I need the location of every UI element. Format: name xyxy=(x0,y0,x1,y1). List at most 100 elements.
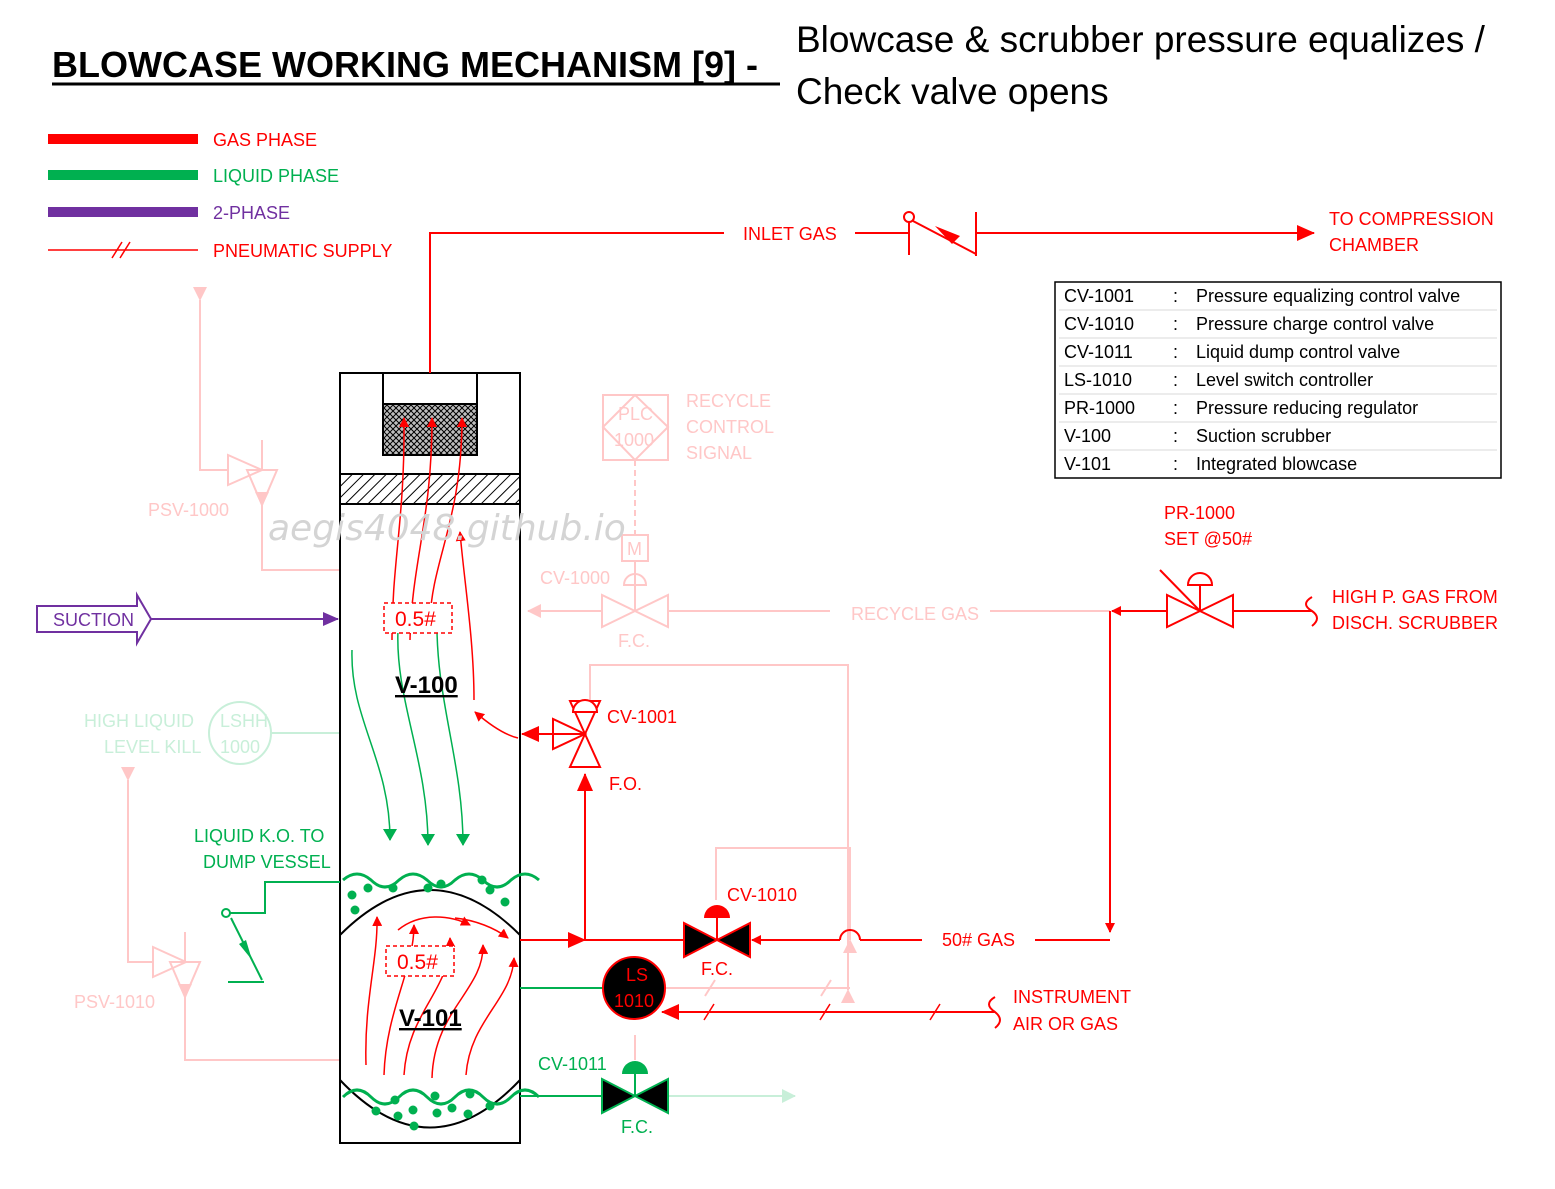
cv1011-fc-label: F.C. xyxy=(621,1117,653,1137)
table-description: Integrated blowcase xyxy=(1196,454,1357,474)
pr1000-label: PR-1000 xyxy=(1164,503,1235,523)
table-tag: LS-1010 xyxy=(1064,370,1132,390)
table-separator: : xyxy=(1173,398,1178,418)
liquid-ko-label-1: LIQUID K.O. TO xyxy=(194,826,324,846)
charge-gas-line: 50# GAS CV-1010 F.C. xyxy=(520,885,1015,979)
cv1010-fc-label: F.C. xyxy=(701,959,733,979)
to-compression-label-1: TO COMPRESSION xyxy=(1329,209,1494,229)
table-tag: V-100 xyxy=(1064,426,1111,446)
pr1000-set-label: SET @50# xyxy=(1164,529,1252,549)
table-tag: V-101 xyxy=(1064,454,1111,474)
table-row: V-101: Integrated blowcase xyxy=(1064,454,1357,474)
table-tag: CV-1011 xyxy=(1064,342,1133,362)
v100-pressure-box xyxy=(383,602,453,634)
suction-inlet: SUCTION xyxy=(36,591,339,647)
lshh-label-2: 1000 xyxy=(220,737,260,757)
liquid-ko-line: LIQUID K.O. TO DUMP VESSEL xyxy=(194,826,340,983)
table-description: Pressure equalizing control valve xyxy=(1196,286,1460,306)
table-description: Pressure reducing regulator xyxy=(1196,398,1418,418)
title-sub-line1: Blowcase & scrubber pressure equalizes / xyxy=(796,19,1486,60)
v101-bottom-head xyxy=(339,1079,521,1129)
table-description: Liquid dump control valve xyxy=(1196,342,1400,362)
gas50-label: 50# GAS xyxy=(942,930,1015,950)
liquid-ko-label-2: DUMP VESSEL xyxy=(203,852,331,872)
table-row: CV-1001: Pressure equalizing control valv… xyxy=(1064,286,1460,306)
title-sub-line2: Check valve opens xyxy=(796,71,1109,112)
plc-label-2: 1000 xyxy=(614,430,654,450)
table-separator: : xyxy=(1173,286,1178,306)
liquid-dump-cv1011: CV-1011 F.C. xyxy=(520,1054,669,1137)
cv1001-fo-label: F.O. xyxy=(609,774,642,794)
v101-label: V-101 xyxy=(399,1005,462,1032)
ls1010-label-2: 1010 xyxy=(614,991,654,1011)
lshh-label-1: LSHH xyxy=(220,711,268,731)
legend-liquid-label: LIQUID PHASE xyxy=(213,166,339,186)
equalizing-line: CV-1001 F.O. xyxy=(474,699,677,940)
mist-extractor-pad xyxy=(382,403,478,456)
v100-pressure: 0.5# xyxy=(395,608,436,631)
vessel-v100-v101: 0.5# 0.5# V-100 V-101 xyxy=(339,372,541,1144)
ls1010-circle xyxy=(602,956,666,1020)
high-liquid-label-2: LEVEL KILL xyxy=(104,737,201,757)
inlet-gas-line: INLET GAS TO COMPRESSION CHAMBER xyxy=(429,209,1494,373)
legend: GAS PHASE LIQUID PHASE 2-PHASE PNEUMATIC… xyxy=(48,130,392,261)
cv1010-label: CV-1010 xyxy=(727,885,797,905)
motor-label: M xyxy=(627,539,642,559)
high-liquid-label-1: HIGH LIQUID xyxy=(84,711,194,731)
psv1010-label: PSV-1010 xyxy=(74,992,155,1012)
instrument-label-2: AIR OR GAS xyxy=(1013,1014,1118,1034)
v101-liquid-surface xyxy=(341,1088,541,1106)
level-switch-ls1010: LS 1010 INSTRUMENT AIR OR GAS xyxy=(520,956,1131,1034)
table-separator: : xyxy=(1173,314,1178,334)
table-description: Level switch controller xyxy=(1196,370,1373,390)
cv1001-label: CV-1001 xyxy=(607,707,677,727)
legend-two-phase-label: 2-PHASE xyxy=(213,203,290,223)
ls1010-label-1: LS xyxy=(626,965,648,985)
inlet-gas-label: INLET GAS xyxy=(743,224,837,244)
table-tag: CV-1001 xyxy=(1064,286,1134,306)
table-separator: : xyxy=(1173,454,1178,474)
table-row: CV-1010: Pressure charge control valve xyxy=(1064,314,1434,334)
watermark: aegis4048.github.io xyxy=(268,508,626,549)
to-compression-label-2: CHAMBER xyxy=(1329,235,1419,255)
title-block: BLOWCASE WORKING MECHANISM [9] - Blowcas… xyxy=(52,19,1486,112)
liquid-droplets xyxy=(347,875,510,1131)
recycle-gas-label: RECYCLE GAS xyxy=(851,604,979,624)
table-tag: CV-1010 xyxy=(1064,314,1134,334)
check-valve xyxy=(903,211,977,256)
psv1000-label: PSV-1000 xyxy=(148,500,229,520)
table-row: LS-1010: Level switch controller xyxy=(1064,370,1373,390)
recycle-signal-label-3: SIGNAL xyxy=(686,443,752,463)
table-description: Pressure charge control valve xyxy=(1196,314,1434,334)
v100-label: V-100 xyxy=(395,672,458,699)
cv1000-label: CV-1000 xyxy=(540,568,610,588)
table-row: V-100: Suction scrubber xyxy=(1064,426,1331,446)
table-separator: : xyxy=(1173,342,1178,362)
high-p-gas-label-1: HIGH P. GAS FROM xyxy=(1332,587,1498,607)
pr1000-valve-body xyxy=(1166,593,1234,629)
suction-arrow-box xyxy=(36,591,153,647)
high-p-gas-label-2: DISCH. SCRUBBER xyxy=(1332,613,1498,633)
faint-background-elements: PSV-1000 PLC 1000 RECYCLE CONTROL SIGNAL… xyxy=(74,287,1110,1103)
tag-table: CV-1001: Pressure equalizing control valv… xyxy=(1054,281,1502,479)
table-separator: : xyxy=(1173,370,1178,390)
cv1000-fc-label: F.C. xyxy=(618,631,650,651)
instrument-label-1: INSTRUMENT xyxy=(1013,987,1131,1007)
v101-pressure: 0.5# xyxy=(397,951,438,974)
cv1000-valve xyxy=(601,593,669,629)
title-main: BLOWCASE WORKING MECHANISM [9] - xyxy=(52,44,758,85)
plc-label-1: PLC xyxy=(618,404,653,424)
table-separator: : xyxy=(1173,426,1178,446)
recycle-signal-label-2: CONTROL xyxy=(686,417,774,437)
recycle-signal-label-1: RECYCLE xyxy=(686,391,771,411)
pr1000-regulator: PR-1000 SET @50# HIGH P. GAS FROM DISCH.… xyxy=(1035,503,1498,941)
legend-pneumatic-label: PNEUMATIC SUPPLY xyxy=(213,241,392,261)
table-description: Suction scrubber xyxy=(1196,426,1331,446)
cv1011-label: CV-1011 xyxy=(538,1054,607,1074)
table-row: PR-1000:Pressure reducing regulator xyxy=(1064,398,1418,418)
v101-pressure-box xyxy=(385,945,455,977)
legend-gas-label: GAS PHASE xyxy=(213,130,317,150)
table-row: CV-1011: Liquid dump control valve xyxy=(1064,342,1400,362)
suction-label: SUCTION xyxy=(53,610,134,630)
